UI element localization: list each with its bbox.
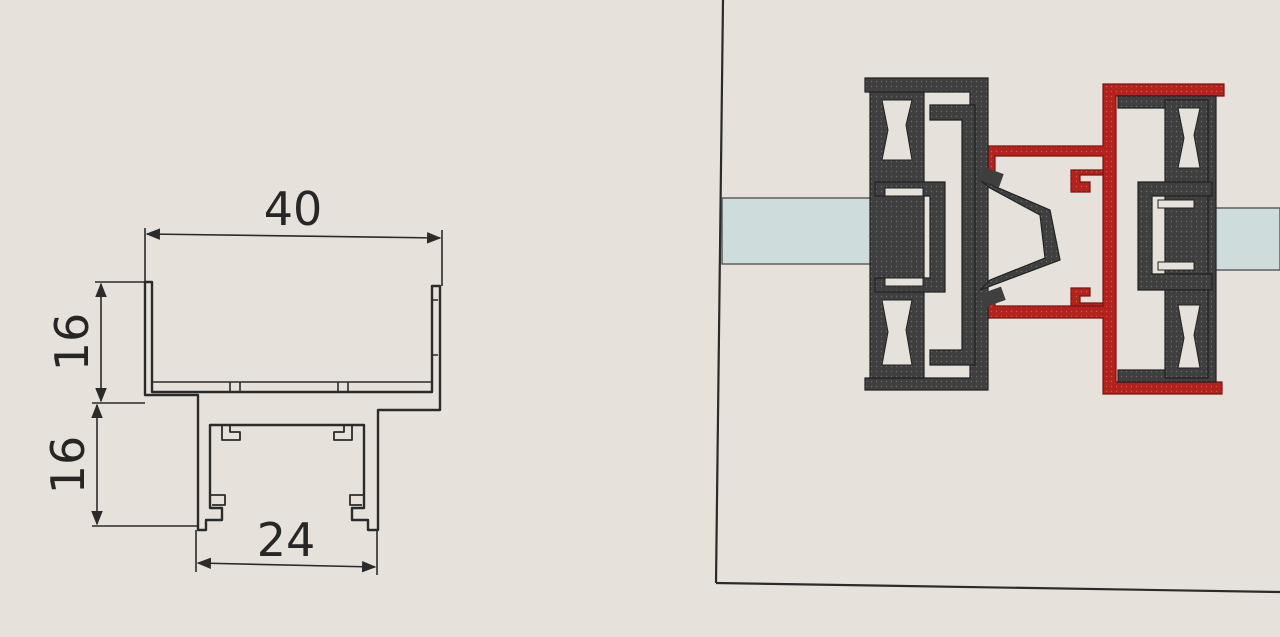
dimension-lines — [91, 228, 443, 575]
seal-block-bottom — [980, 286, 1006, 308]
dim-label-16-lower: 16 — [41, 436, 95, 495]
profile-hook-left — [221, 425, 241, 441]
profile-lip-right — [337, 382, 349, 392]
dim-line-40 — [145, 228, 442, 244]
profile-right-detail — [432, 299, 438, 356]
panel-border-left — [714, 0, 725, 584]
dim-label-40: 40 — [264, 182, 323, 236]
profile-side-hook-left — [210, 494, 226, 506]
seal-block-top — [978, 166, 1004, 188]
profile-lip-left — [229, 382, 241, 392]
profile-outline — [143, 280, 442, 532]
dark-frame-profile-right — [1117, 95, 1217, 383]
dimension-labels: 40 16 16 24 — [41, 182, 322, 567]
dark-frame-profile-left — [864, 77, 989, 391]
assembly-detail-panel — [714, 0, 1280, 594]
panel-border-bottom — [715, 581, 1280, 594]
profile-hook-right — [333, 425, 353, 441]
dim-label-16-upper: 16 — [45, 313, 99, 372]
profile-side-hook-right — [349, 494, 364, 506]
dim-line-24 — [196, 557, 377, 573]
center-seal — [979, 179, 1061, 291]
dim-label-24: 24 — [257, 513, 316, 567]
glass-pane-left — [721, 197, 883, 265]
profile-section-drawing — [143, 280, 442, 532]
